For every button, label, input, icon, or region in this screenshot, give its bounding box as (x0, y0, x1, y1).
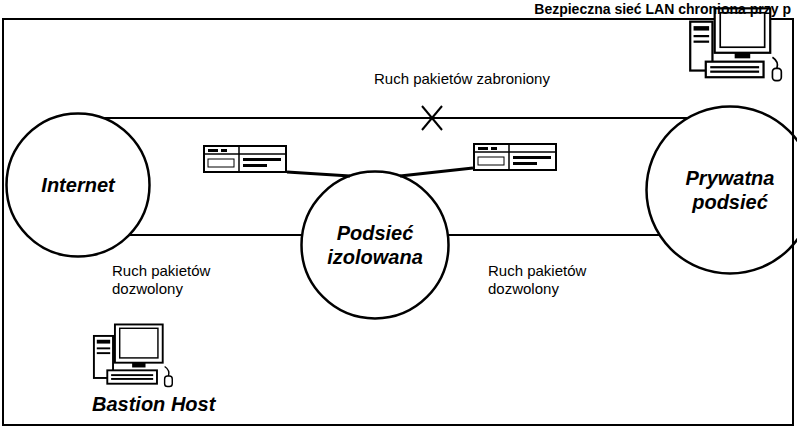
network-name: Internet (41, 173, 114, 197)
node-content: Podsieć izolowana (300, 170, 450, 320)
computer-icon (690, 8, 781, 80)
circle-border (302, 172, 449, 319)
circle-outline (645, 105, 797, 275)
router-symbol (204, 146, 286, 172)
traffic-label: Ruch pakietów zabroniony (372, 70, 552, 88)
network-name: Podsieć izolowana (320, 221, 430, 269)
network-circle: Prywatna podsieć (645, 105, 797, 275)
router-symbol (474, 144, 556, 170)
network-circle: Podsieć izolowana (300, 170, 450, 320)
network-name: Prywatna podsieć (680, 166, 780, 214)
traffic-label: Ruch pakietów dozwolony (486, 262, 612, 298)
circle-border (647, 107, 797, 274)
computer-icon (94, 324, 172, 386)
node-content: Internet (5, 112, 151, 258)
circle-outline (300, 170, 450, 320)
traffic-line (103, 117, 688, 119)
traffic-label: Ruch pakietów dozwolony (110, 262, 236, 298)
network-cable (400, 168, 473, 176)
frame (3, 19, 793, 425)
network-cable (287, 172, 350, 176)
circle-border (7, 114, 150, 257)
network-circle: Internet (5, 112, 151, 258)
traffic-line (448, 234, 660, 236)
node-content: Prywatna podsieć (645, 105, 797, 275)
host-name: Bastion Host (92, 392, 215, 416)
page-title: Bezpieczna sieć LAN chroniona przy p (534, 1, 791, 17)
traffic-line (129, 234, 302, 236)
